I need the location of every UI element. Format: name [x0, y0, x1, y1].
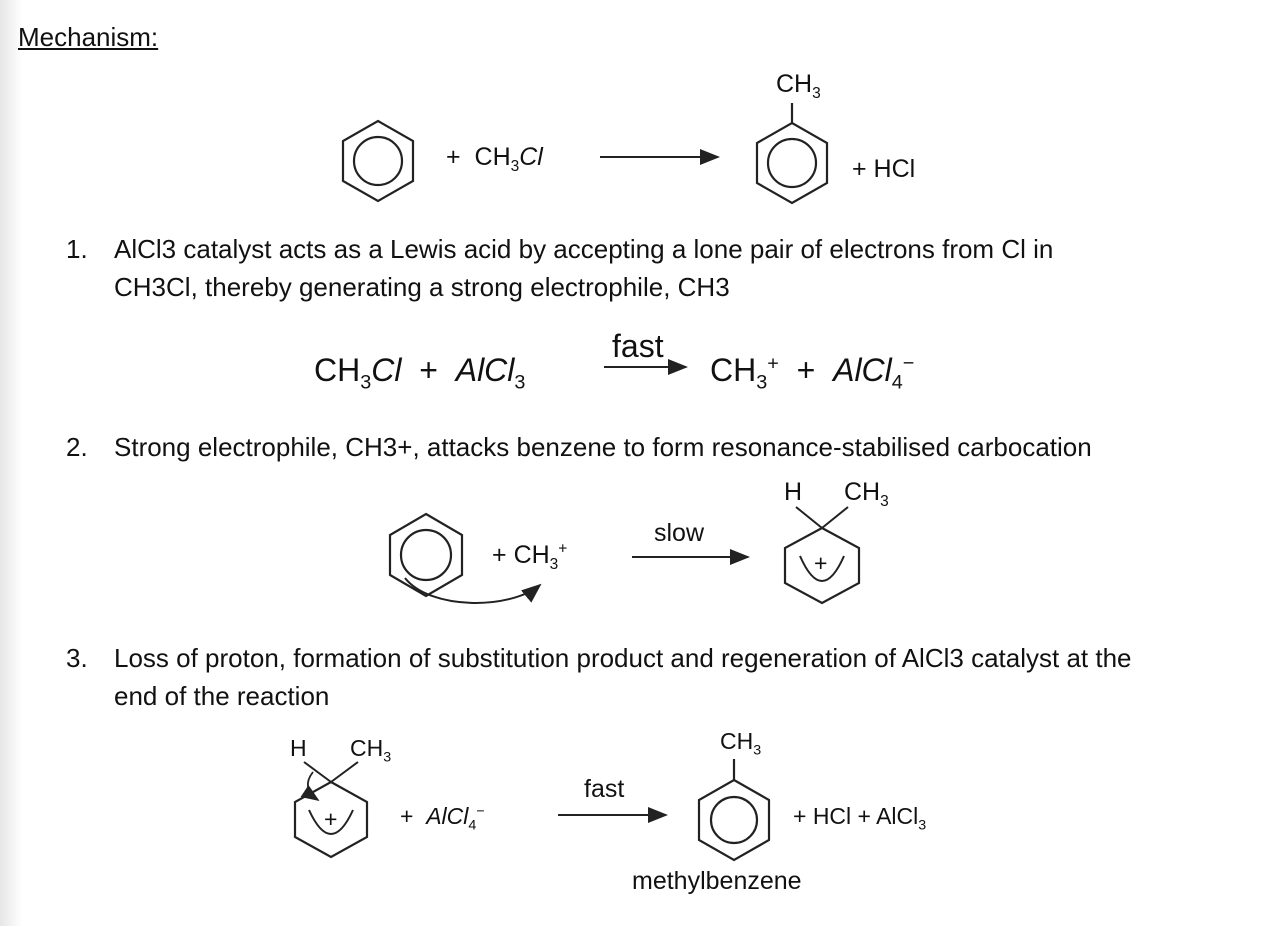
step-3: 3. Loss of proton, formation of substitu… — [66, 639, 1262, 719]
step-text-line: Loss of proton, formation of substitutio… — [114, 643, 1132, 673]
left-edge-shadow — [0, 0, 22, 926]
eq1-arrow-label: fast — [612, 328, 664, 364]
mechanism-heading: Mechanism: — [18, 22, 159, 52]
eq3-methyl-group: CH3 — [720, 728, 762, 759]
methylbenzene-ring-eq3 — [697, 759, 771, 862]
eq2-h-label: H — [784, 478, 803, 506]
carbocation-intermediate-eq2 — [783, 506, 861, 605]
eq1-reactants: CH3Cl + AlCl3 — [314, 352, 526, 394]
step-text-line: AlCl3 catalyst acts as a Lewis acid by a… — [114, 234, 1054, 264]
step-number: 3. — [66, 643, 88, 673]
eq3-h-label: H — [290, 735, 307, 761]
methylbenzene-ring-product — [755, 103, 829, 205]
step-number: 2. — [66, 432, 88, 462]
eq3-positive-charge: + — [324, 806, 338, 832]
step-2: 2. Strong electrophile, CH3+, attacks be… — [66, 428, 1246, 468]
overall-methyl-group: CH3 — [776, 70, 821, 102]
overall-byproduct: + HCl — [852, 155, 916, 183]
eq2-positive-charge: + — [814, 550, 828, 576]
overall-reagent: + CH3Cl — [446, 143, 543, 175]
carbocation-intermediate-eq3 — [293, 761, 369, 859]
step-text-line: CH3Cl, thereby generating a strong elect… — [114, 272, 730, 302]
benzene-ring-eq2 — [388, 512, 464, 598]
eq3-ch3-label: CH3 — [350, 735, 392, 766]
eq2-electrophile: + CH3+ — [492, 540, 568, 573]
eq1-products: CH3+ + AlCl4− — [710, 352, 915, 394]
curly-arrow-electron-attack — [404, 577, 542, 604]
benzene-ring-reactant — [341, 119, 415, 203]
product-name-label: methylbenzene — [632, 867, 802, 895]
eq3-arrow-label: fast — [584, 775, 625, 803]
eq2-ch3-label: CH3 — [844, 478, 889, 510]
eq3-base: + AlCl4− — [400, 803, 485, 834]
step-number: 1. — [66, 234, 88, 264]
step-text-line: Strong electrophile, CH3+, attacks benze… — [114, 432, 1092, 462]
eq2-arrow-label: slow — [654, 519, 705, 547]
step-text-line: end of the reaction — [114, 681, 330, 711]
step-1: 1. AlCl3 catalyst acts as a Lewis acid b… — [66, 230, 1246, 310]
eq3-byproducts: + HCl + AlCl3 — [793, 803, 927, 834]
